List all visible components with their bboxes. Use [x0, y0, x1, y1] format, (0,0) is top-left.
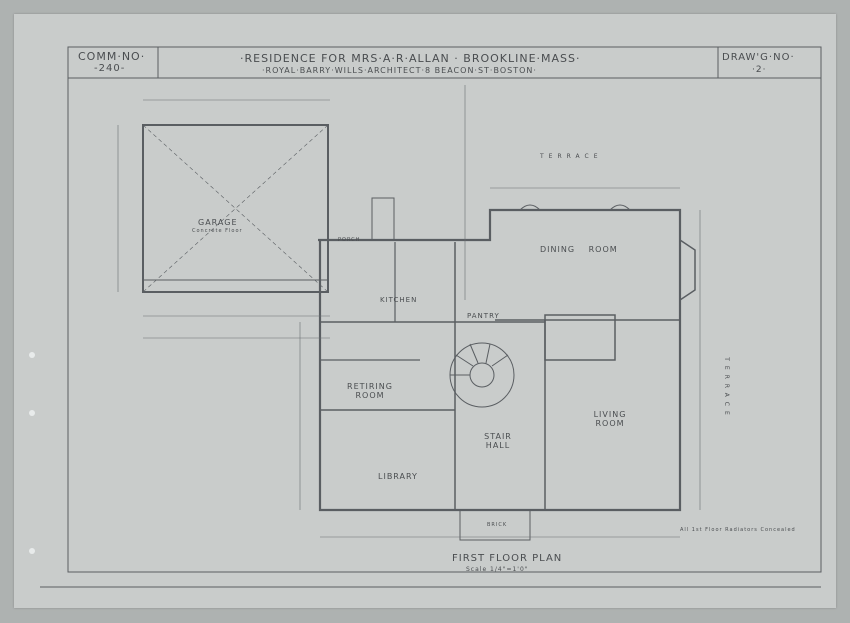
- binder-hole: [29, 548, 35, 554]
- room-pantry: PANTRY: [467, 312, 500, 320]
- drawing-number: ·2·: [752, 65, 767, 75]
- house-plan: [318, 208, 682, 541]
- room-dining: DINING ROOM: [540, 245, 618, 254]
- room-kitchen: KITCHEN: [380, 296, 418, 304]
- spiral-stair: [449, 342, 515, 408]
- drawing-label: DRAW'G·NO·: [722, 52, 795, 63]
- binder-hole: [29, 410, 35, 416]
- brick-label: BRICK: [487, 522, 508, 528]
- room-retiring: RETIRING ROOM: [347, 382, 393, 400]
- porch-label: PORCH: [338, 237, 361, 243]
- terrace-label-top: TERRACE: [540, 153, 603, 160]
- radiator-note: All 1st Floor Radiators Concealed: [680, 527, 796, 533]
- drawing-title: ·RESIDENCE FOR MRS·A·R·ALLAN · BROOKLINE…: [240, 52, 581, 65]
- room-stair-hall: STAIR HALL: [484, 432, 512, 450]
- binder-hole: [29, 352, 35, 358]
- drawing-subtitle: ·ROYAL·BARRY·WILLS·ARCHITECT·8 BEACON·ST…: [262, 66, 537, 75]
- room-living: LIVING ROOM: [593, 410, 627, 428]
- terrace-label-side: TERRACE: [722, 357, 730, 420]
- garage-plan: [142, 124, 329, 293]
- border-frame: [67, 46, 822, 573]
- comm-label: COMM·NO·: [78, 50, 146, 63]
- garage-floor-note: Concrete Floor: [192, 228, 243, 234]
- room-library: LIBRARY: [378, 472, 418, 481]
- plan-title: FIRST FLOOR PLAN: [452, 553, 563, 564]
- comm-number: -240-: [94, 63, 126, 74]
- room-garage: GARAGE: [198, 218, 238, 227]
- plan-scale: Scale 1/4"=1'0": [466, 566, 529, 573]
